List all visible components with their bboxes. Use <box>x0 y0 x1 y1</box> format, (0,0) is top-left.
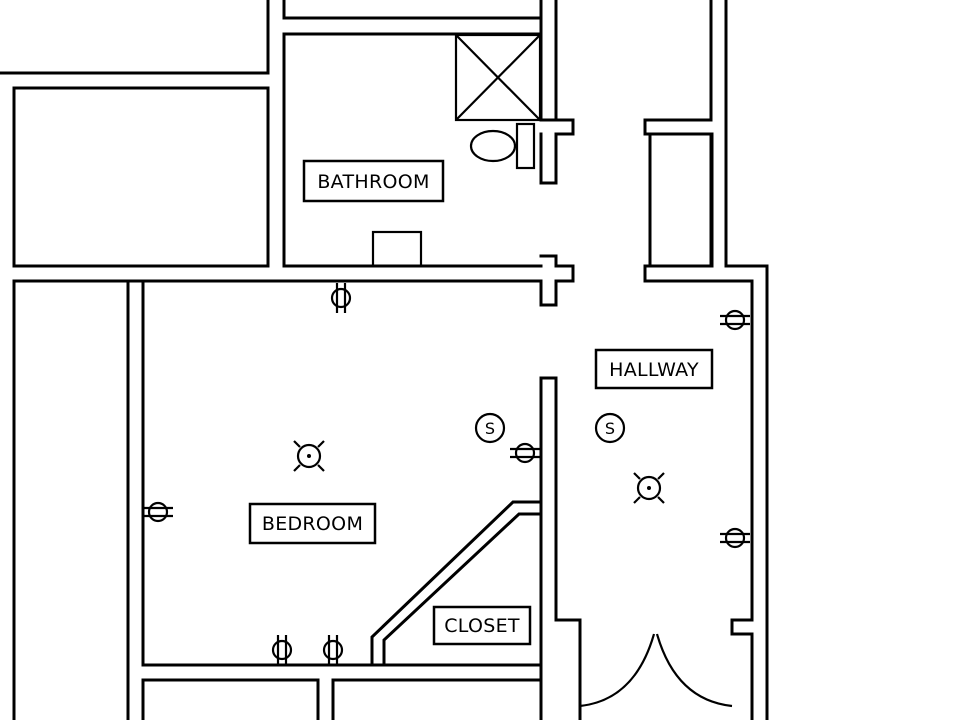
outlet-icon <box>143 501 173 523</box>
room-label-closet: CLOSET <box>432 605 532 646</box>
outlet-icon <box>720 309 750 331</box>
outlet-icon <box>510 442 540 464</box>
room-label-text: CLOSET <box>444 615 520 637</box>
toilet-icon <box>469 122 536 170</box>
room-label-hallway: HALLWAY <box>594 348 714 390</box>
bathroom-fixtures <box>371 33 542 268</box>
room-label-bedroom: BEDROOM <box>248 502 377 545</box>
room-label-text: BATHROOM <box>317 171 429 193</box>
outlet-icon <box>271 635 293 665</box>
ceiling-light-icon <box>293 440 325 472</box>
outlet-icon <box>330 283 352 313</box>
double-door-icon <box>579 633 733 708</box>
outlet-icon <box>322 635 344 665</box>
walls <box>0 0 769 720</box>
outlets <box>143 283 750 665</box>
room-label-text: BEDROOM <box>262 513 363 535</box>
ceiling-light-icon <box>633 472 665 504</box>
switch-symbol: S <box>605 419 615 438</box>
room-label-text: HALLWAY <box>609 359 699 381</box>
shower-icon <box>454 33 542 122</box>
switch-icon: S <box>474 412 506 444</box>
switch-icon: S <box>594 412 626 444</box>
room-label-bathroom: BATHROOM <box>302 159 445 203</box>
switches: S S <box>474 412 626 444</box>
ceiling-lights <box>293 440 665 504</box>
outlet-icon <box>720 527 750 549</box>
switch-symbol: S <box>485 419 495 438</box>
sink-icon <box>371 230 423 268</box>
